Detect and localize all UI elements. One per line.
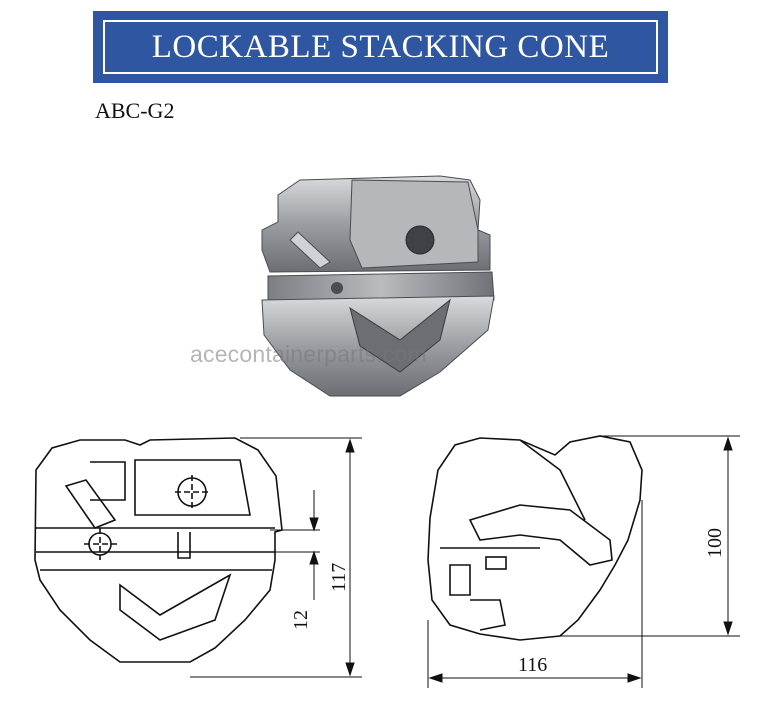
dimension-100: 100 [704,528,726,558]
side-view-drawing [427,435,643,641]
dimension-116: 116 [518,654,547,676]
title-banner: LOCKABLE STACKING CONE [93,11,668,83]
side-dimension-lines [427,435,740,688]
front-dimension-lines [190,437,362,678]
banner-title: LOCKABLE STACKING CONE [103,20,658,74]
front-view-drawing [34,437,283,663]
cone-3d-render [261,175,495,397]
dimension-12: 12 [290,610,312,630]
watermark-text: acecontainerparts.com [190,341,427,367]
dimension-117: 117 [328,563,350,592]
model-code: ABC-G2 [95,98,175,123]
